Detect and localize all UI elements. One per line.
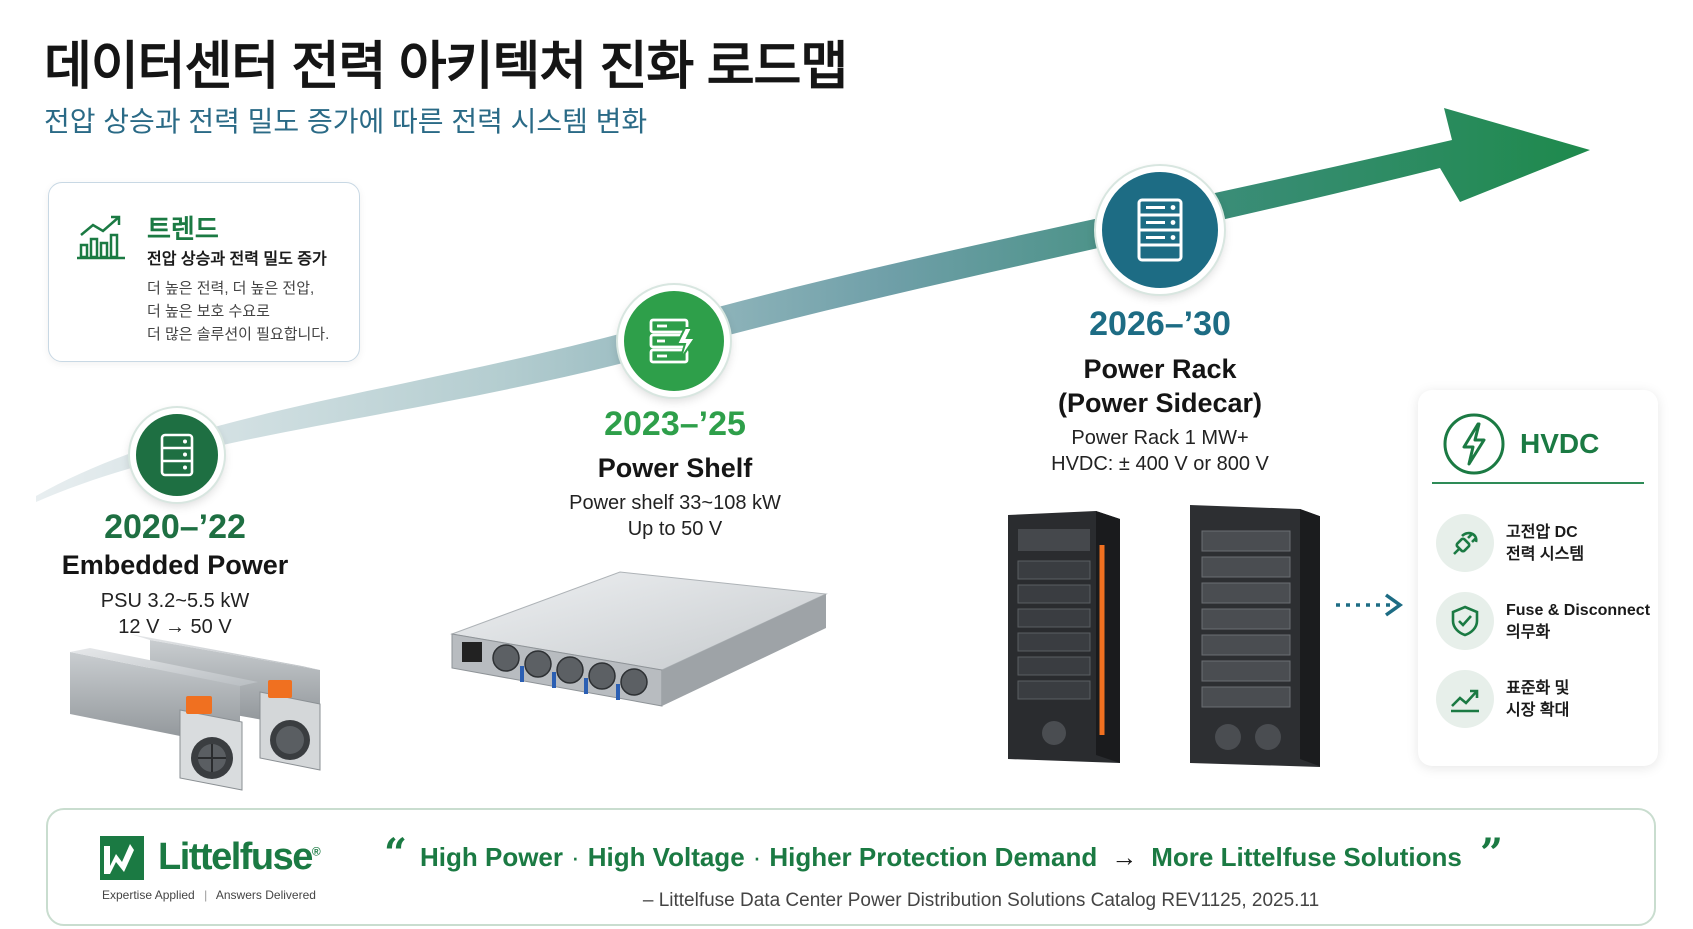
lightning-icon — [1443, 413, 1505, 475]
littelfuse-logo-icon — [100, 836, 144, 880]
dotted-arrow — [1336, 593, 1404, 617]
milestone-detail: PSU 3.2~5.5 kW — [100, 590, 250, 612]
milestone-detail: Power Rack 1 MW+ — [1071, 427, 1249, 449]
page-title: 데이터센터 전력 아키텍처 진화 로드맵 — [44, 38, 848, 96]
quote-arrow: → — [1111, 842, 1138, 872]
hvdc-item: Fuse & Disconnect 의무화 — [1436, 590, 1656, 654]
trend-card: 트렌드 전압 상승과 전력 밀도 증가 더 높은 전력, 더 높은 전압, 더 … — [48, 182, 360, 362]
psu-units-image — [70, 634, 321, 791]
power-shelf-icon — [649, 318, 697, 364]
trend-line: 더 높은 전력, 더 높은 전압, — [147, 280, 315, 297]
hvdc-item-text: 표준화 및 시장 확대 — [1506, 678, 1569, 722]
milestone-detail: 12 V → 50 V — [118, 616, 232, 638]
trend-line: 더 많은 솔루션이 필요합니다. — [147, 326, 330, 343]
milestone-2-details: Power shelf 33~108 kW Up to 50 V — [530, 490, 820, 542]
quote-part: High Voltage — [587, 842, 745, 872]
quote-separator: · — [571, 842, 580, 872]
hvdc-item-text: Fuse & Disconnect 의무화 — [1506, 600, 1650, 644]
trend-description: 더 높은 전력, 더 높은 전압, 더 높은 보호 수요로 더 많은 솔루션이 … — [147, 277, 329, 346]
hvdc-item-line: 의무화 — [1506, 624, 1551, 641]
milestone-3-year: 2026–’30 — [1089, 305, 1231, 343]
milestone-3-name-2: (Power Sidecar) — [1057, 388, 1263, 418]
server-rack-icon — [1137, 198, 1183, 262]
milestone-3-name: Power Rack — [1083, 354, 1237, 384]
hvdc-item-line: 고전압 DC — [1506, 524, 1578, 541]
milestone-detail: HVDC: ± 400 V or 800 V — [1051, 453, 1269, 475]
power-racks-image — [1008, 505, 1320, 767]
open-quote: “ — [384, 830, 408, 877]
growth-chart-icon — [77, 215, 125, 260]
tagline-right: Answers Delivered — [215, 888, 316, 902]
littelfuse-logo: Littelfuse® — [158, 836, 321, 878]
footer-quote: High Power·High Voltage·Higher Protectio… — [420, 842, 1462, 873]
quote-separator: · — [752, 842, 762, 872]
logo-text: Littelfuse — [158, 836, 313, 878]
close-quote: ” — [1480, 830, 1504, 877]
milestone-detail: Power shelf 33~108 kW — [569, 492, 781, 514]
tagline-left: Expertise Applied — [102, 888, 195, 902]
shield-icon — [1436, 592, 1494, 650]
milestone-2-name: Power Shelf — [597, 453, 753, 483]
footer-source: – Littelfuse Data Center Power Distribut… — [642, 890, 1320, 911]
milestone-1-details: PSU 3.2~5.5 kW 12 V → 50 V — [60, 588, 290, 640]
trend-title: 트렌드 — [147, 214, 219, 244]
hvdc-item-text: 고전압 DC 전력 시스템 — [1506, 522, 1584, 566]
hvdc-item-line: Fuse & Disconnect — [1506, 602, 1651, 619]
hvdc-divider — [1432, 482, 1644, 484]
plug-icon — [1436, 514, 1494, 572]
hvdc-title: HVDC — [1520, 428, 1600, 459]
quote-part: High Power — [420, 842, 564, 872]
milestone-2-year: 2023–’25 — [604, 405, 746, 443]
milestone-3-badge — [1096, 166, 1224, 294]
hvdc-item-line: 시장 확대 — [1506, 702, 1570, 719]
trend-line: 더 높은 보호 수요로 — [147, 303, 270, 320]
page-subtitle: 전압 상승과 전력 밀도 증가에 따른 전력 시스템 변화 — [44, 106, 648, 137]
quote-result: More Littelfuse Solutions — [1151, 842, 1462, 872]
hvdc-card: HVDC 고전압 DC 전력 시스템 Fuse & Disconnect 의무화 — [1418, 390, 1658, 766]
logo-tagline: Expertise Applied | Answers Delivered — [102, 888, 316, 902]
power-shelf-image — [450, 571, 828, 707]
trend-up-icon — [1436, 670, 1494, 728]
milestone-1-year: 2020–’22 — [104, 508, 246, 546]
milestone-1-name: Embedded Power — [61, 550, 289, 580]
trend-subtitle: 전압 상승과 전력 밀도 증가 — [147, 251, 327, 268]
hvdc-item-line: 표준화 및 — [1506, 680, 1570, 697]
hvdc-item-line: 전력 시스템 — [1506, 546, 1585, 563]
milestone-detail: Up to 50 V — [627, 518, 723, 540]
quote-part: Higher Protection Demand — [769, 842, 1098, 872]
milestone-2-badge — [618, 285, 730, 397]
milestone-3-details: Power Rack 1 MW+ HVDC: ± 400 V or 800 V — [1000, 425, 1320, 477]
milestone-1-badge — [130, 408, 224, 502]
server-icon — [160, 433, 194, 477]
hvdc-item: 표준화 및 시장 확대 — [1436, 668, 1656, 732]
footer-banner: Littelfuse® Expertise Applied | Answers … — [46, 808, 1656, 926]
hvdc-item: 고전압 DC 전력 시스템 — [1436, 512, 1656, 576]
